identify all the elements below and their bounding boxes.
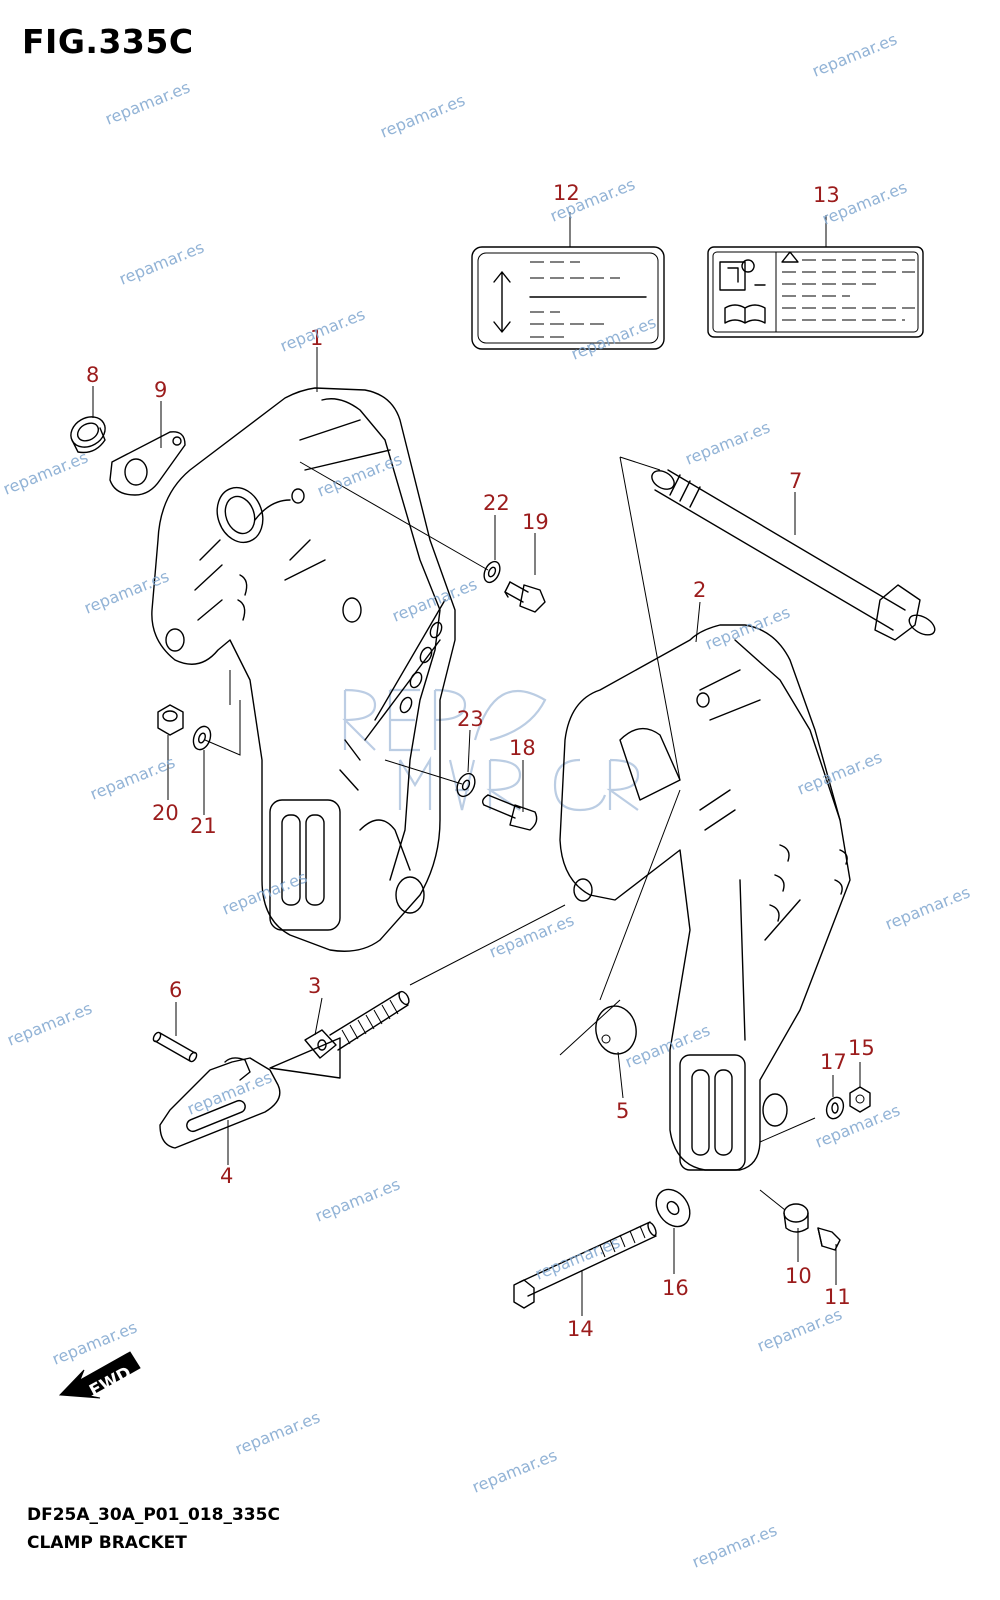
callout-20: 20 (152, 801, 179, 825)
assembly-lines (204, 456, 816, 1211)
watermark-text: repamar.es (4, 998, 94, 1049)
callouts: 1 2 3 4 5 6 7 8 9 10 11 12 13 14 15 16 1… (86, 181, 875, 1341)
watermark-text: repamar.es (116, 237, 206, 288)
watermark-text: repamar.es (702, 602, 792, 653)
callout-19: 19 (522, 510, 549, 534)
watermark-text: repamar.es (689, 1520, 779, 1571)
clamp-bracket-right (559, 624, 851, 1171)
callout-13: 13 (813, 183, 840, 207)
callout-15: 15 (848, 1036, 875, 1060)
callout-3: 3 (308, 974, 321, 998)
watermark-text: repamar.es (809, 29, 899, 80)
callout-18: 18 (509, 736, 536, 760)
watermark-text: repamar.es (0, 447, 90, 498)
callout-11: 11 (824, 1285, 851, 1309)
watermark-text: repamar.es (469, 1445, 559, 1496)
watermark-text: repamar.es (81, 566, 171, 617)
figure-name: CLAMP BRACKET (27, 1533, 187, 1553)
callout-2: 2 (693, 578, 706, 602)
pin-part-18 (481, 794, 538, 831)
callout-10: 10 (785, 1264, 812, 1288)
watermark-text: repamar.es (568, 312, 658, 363)
watermark-text: repamar.es (682, 417, 772, 468)
bolt-part-11 (817, 1227, 841, 1251)
watermark-text: repamar.es (812, 1100, 902, 1151)
callout-1: 1 (310, 326, 323, 350)
collar-part-10 (783, 1203, 809, 1233)
watermark-text: repamar.es (102, 77, 192, 128)
watermark-text: repamar.es (377, 90, 467, 141)
nut-part-15 (849, 1086, 871, 1113)
callout-8: 8 (86, 363, 99, 387)
bolt-part-14 (513, 1221, 657, 1309)
callout-5: 5 (616, 1099, 629, 1123)
watermark-text: repamar.es (87, 752, 177, 803)
callout-6: 6 (169, 978, 182, 1002)
callout-12: 12 (553, 181, 580, 205)
pin-part-6 (152, 1031, 198, 1063)
callout-17: 17 (820, 1050, 847, 1074)
washer-part-23 (456, 772, 476, 798)
callout-14: 14 (567, 1317, 594, 1341)
caution-label-12 (471, 246, 665, 350)
callout-4: 4 (220, 1164, 233, 1188)
callout-23: 23 (457, 707, 484, 731)
callout-7: 7 (789, 469, 802, 493)
bolt-part-19 (504, 581, 546, 613)
callout-16: 16 (662, 1276, 689, 1300)
watermark-text: repamar.es (486, 910, 576, 961)
nut-part-20 (157, 704, 184, 736)
lever-part-4 (159, 1057, 281, 1149)
tilt-shaft (651, 469, 936, 641)
watermark-text: repamar.es (882, 882, 972, 933)
plate-part-9 (109, 431, 186, 496)
washer-part-21 (192, 725, 212, 751)
watermark-text: repamar.es (754, 1304, 844, 1355)
callout-9: 9 (154, 378, 167, 402)
washer-part-17 (825, 1096, 845, 1120)
watermark-text: repamar.es (232, 1407, 322, 1458)
figure-title: FIG.335C (22, 22, 194, 61)
adjuster-rod-part-3 (304, 990, 410, 1059)
caution-label-13 (707, 246, 924, 338)
nut-part-8 (70, 416, 106, 454)
figure-code: DF25A_30A_P01_018_335C (27, 1505, 280, 1525)
washer-part-22 (483, 560, 501, 584)
clamp-bracket-left (151, 387, 456, 952)
watermark-text: repamar.es (219, 867, 309, 918)
watermarks: repamar.es repamar.es repamar.es repamar… (0, 29, 972, 1571)
plug-part-5 (595, 1005, 637, 1055)
washer-part-16 (655, 1188, 691, 1228)
watermark-text: repamar.es (312, 1174, 402, 1225)
callout-22: 22 (483, 491, 510, 515)
callout-21: 21 (190, 814, 217, 838)
callout-leaders (92, 212, 861, 1316)
watermark-text: repamar.es (794, 747, 884, 798)
watermark-text: repamar.es (184, 1067, 274, 1118)
